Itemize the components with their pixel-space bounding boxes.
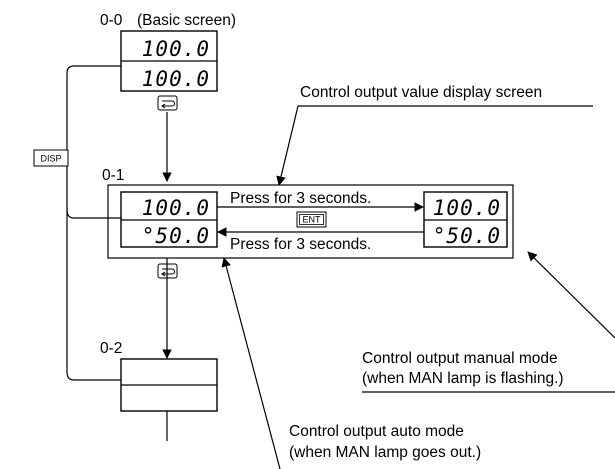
screen-0-1-left-lower-value: °50.0 <box>142 224 210 248</box>
screen-0-1-frame <box>107 184 514 259</box>
screen-0-2-display <box>120 358 218 412</box>
screen-0-0-lower-value: 100.0 <box>142 67 210 91</box>
ent-key-label: ENT <box>303 215 322 225</box>
disp-loop-line <box>66 65 121 381</box>
auto-mode-leader <box>221 257 281 469</box>
screen-0-1-id: 0-1 <box>102 167 124 184</box>
press-label-bottom: Press for 3 seconds. <box>230 236 371 253</box>
control-output-screen-label: Control output value display screen <box>300 84 542 101</box>
screen-0-1-right-upper-value: 100.0 <box>433 196 501 220</box>
manual-mode-label-line2: (when MAN lamp is flashing.) <box>362 370 564 387</box>
disp-key-label: DISP <box>40 154 61 164</box>
ent-key: ENT <box>296 211 327 228</box>
control-output-screen-leader <box>276 105 299 186</box>
screen-0-1-left-upper-value: 100.0 <box>142 196 210 220</box>
manual-mode-leader <box>527 251 615 339</box>
auto-mode-label-line1: Control output auto mode <box>289 423 464 440</box>
screen-0-0-upper-value: 100.0 <box>142 37 210 61</box>
screen-0-0-display: 100.0 100.0 <box>120 30 218 92</box>
screen-0-2-id: 0-2 <box>100 340 122 357</box>
cycle-arrow-icon <box>157 95 178 111</box>
screen-0-0-id: 0-0 <box>100 12 123 29</box>
screen-0-1-right-lower-value: °50.0 <box>433 224 501 248</box>
auto-mode-label-line2: (when MAN lamp goes out.) <box>289 444 481 461</box>
press-label-top: Press for 3 seconds. <box>230 190 371 207</box>
manual-mode-label-line1: Control output manual mode <box>362 350 558 367</box>
screen-0-1-right-display: 100.0 °50.0 <box>423 191 508 248</box>
screen-0-0-title: (Basic screen) <box>137 12 236 29</box>
disp-key: DISP <box>33 149 69 167</box>
screen-0-1-left-display: 100.0 °50.0 <box>120 191 218 248</box>
